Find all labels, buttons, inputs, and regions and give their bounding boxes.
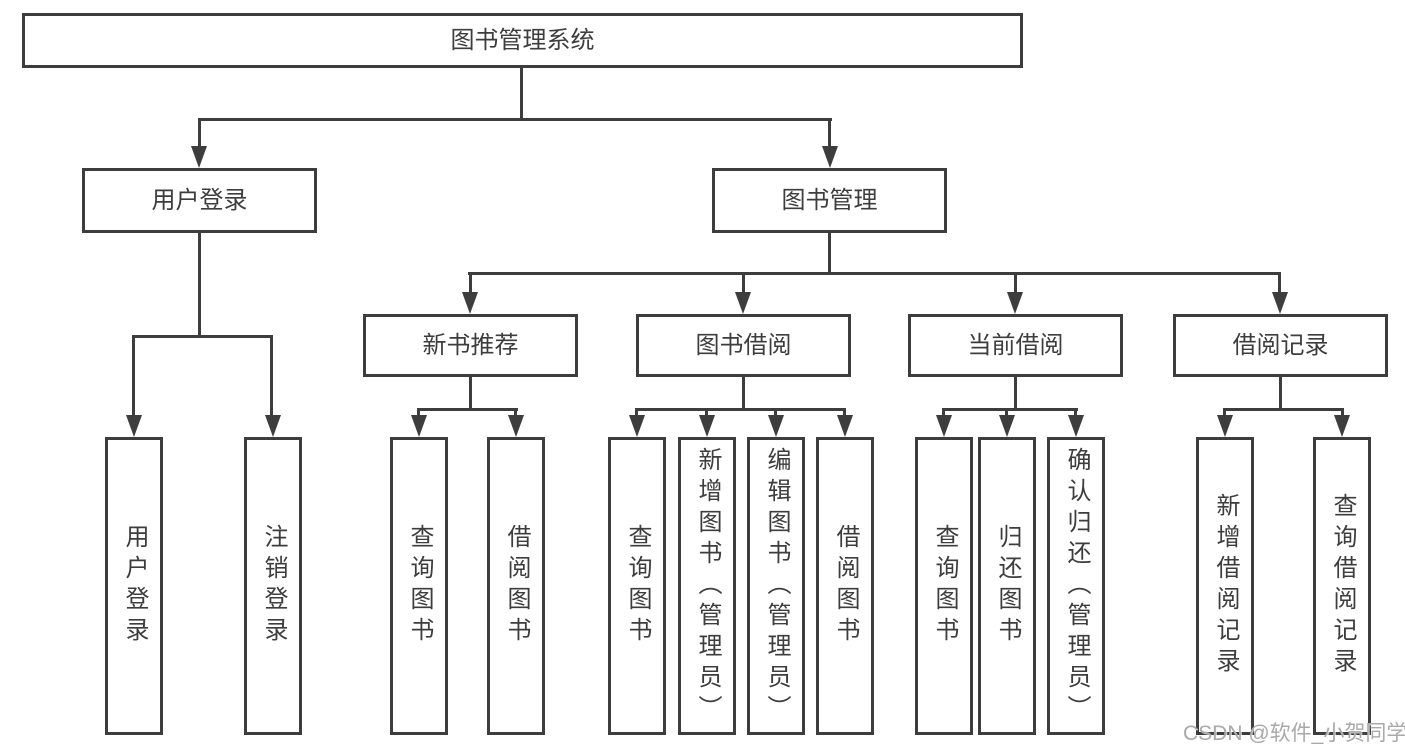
connector-line (635, 408, 846, 411)
connector-line (942, 408, 1078, 411)
node-label: 查询借阅记录 (1329, 493, 1356, 679)
node-label: 图书管理 (781, 186, 878, 214)
connector-line (1223, 408, 1226, 417)
arrowhead-down-icon (735, 292, 751, 314)
node-borrow-records: 借阅记录 (1173, 314, 1388, 377)
node-label: 查询图书 (406, 524, 433, 648)
connector-line (942, 408, 945, 417)
arrowhead-down-icon (1272, 292, 1288, 314)
connector-line (742, 272, 745, 294)
node-library-system: 图书管理系统 (22, 13, 1023, 68)
connector-line (1279, 377, 1282, 410)
node-label: 归还图书 (994, 524, 1021, 648)
node-label: 确认归还（管理员） (1063, 446, 1090, 726)
node-label: 查询图书 (931, 524, 958, 648)
arrowhead-down-icon (1068, 415, 1084, 437)
arrowhead-down-icon (411, 415, 427, 437)
node-current-borrow: 当前借阅 (908, 314, 1123, 377)
node-label: 用户登录 (121, 524, 148, 648)
connector-line (635, 408, 638, 417)
arrowhead-down-icon (699, 415, 715, 437)
arrowhead-down-icon (1217, 415, 1233, 437)
watermark: CSDN @软件_小贺同学 (1183, 722, 1405, 745)
node-leaf-user-login: 用户登录 (105, 437, 163, 735)
node-leaf-edit-book-admin: 编辑图书（管理员） (747, 437, 805, 735)
arrowhead-down-icon (999, 415, 1015, 437)
node-leaf-add-book-admin: 新增图书（管理员） (678, 437, 736, 735)
connector-line (1074, 408, 1077, 417)
connector-line (1341, 408, 1344, 417)
node-leaf-borrow-books-recommend: 借阅图书 (487, 437, 545, 735)
node-label: 用户登录 (151, 186, 248, 214)
node-book-management: 图书管理 (712, 168, 947, 233)
connector-line (198, 118, 832, 121)
arrowhead-down-icon (265, 415, 281, 437)
node-leaf-query-books-recommend: 查询图书 (390, 437, 448, 735)
connector-line (417, 408, 518, 411)
node-leaf-confirm-return-admin: 确认归还（管理员） (1047, 437, 1105, 735)
node-leaf-query-borrow-record: 查询借阅记录 (1313, 437, 1371, 735)
node-leaf-add-borrow-record: 新增借阅记录 (1196, 437, 1254, 735)
arrowhead-down-icon (126, 415, 142, 437)
node-label: 借阅图书 (832, 524, 859, 648)
node-label: 新增图书（管理员） (694, 446, 721, 726)
connector-line (828, 233, 831, 274)
connector-line (1014, 272, 1017, 294)
arrowhead-down-icon (191, 146, 207, 168)
connector-line (742, 377, 745, 410)
connector-line (843, 408, 846, 417)
node-label: 借阅记录 (1232, 331, 1329, 359)
node-leaf-return-books: 归还图书 (978, 437, 1036, 735)
arrowhead-down-icon (822, 146, 838, 168)
node-label: 图书借阅 (695, 331, 792, 359)
connector-line (1223, 408, 1344, 411)
arrowhead-down-icon (1334, 415, 1350, 437)
node-label: 借阅图书 (503, 524, 530, 648)
arrowhead-down-icon (1007, 292, 1023, 314)
node-leaf-logout: 注销登录 (244, 437, 302, 735)
node-leaf-query-books-borrow: 查询图书 (608, 437, 666, 735)
arrowhead-down-icon (837, 415, 853, 437)
connector-line (469, 272, 472, 294)
node-leaf-borrow-books: 借阅图书 (816, 437, 874, 735)
node-label: 当前借阅 (967, 331, 1064, 359)
node-leaf-query-books-current: 查询图书 (915, 437, 973, 735)
node-label: 注销登录 (260, 524, 287, 648)
connector-line (270, 335, 273, 417)
connector-line (132, 335, 273, 338)
connector-line (469, 377, 472, 410)
node-label: 新书推荐 (422, 331, 519, 359)
connector-line (1005, 408, 1008, 417)
connector-line (468, 272, 1281, 275)
node-book-borrow: 图书借阅 (636, 314, 851, 377)
connector-line (774, 408, 777, 417)
arrowhead-down-icon (768, 415, 784, 437)
connector-line (132, 335, 135, 417)
arrowhead-down-icon (508, 415, 524, 437)
connector-line (198, 233, 201, 337)
node-new-book-recommend: 新书推荐 (363, 314, 578, 377)
node-label: 查询图书 (624, 524, 651, 648)
connector-line (520, 68, 523, 120)
arrowhead-down-icon (936, 415, 952, 437)
node-label: 图书管理系统 (450, 26, 595, 54)
arrowhead-down-icon (462, 292, 478, 314)
connector-line (828, 118, 831, 148)
connector-line (417, 408, 420, 417)
connector-line (1278, 272, 1281, 294)
connector-line (514, 408, 517, 417)
node-user-login: 用户登录 (82, 168, 317, 233)
arrowhead-down-icon (629, 415, 645, 437)
connector-line (705, 408, 708, 417)
connector-line (1014, 377, 1017, 410)
connector-line (198, 118, 201, 148)
node-label: 编辑图书（管理员） (763, 446, 790, 726)
node-label: 新增借阅记录 (1212, 493, 1239, 679)
